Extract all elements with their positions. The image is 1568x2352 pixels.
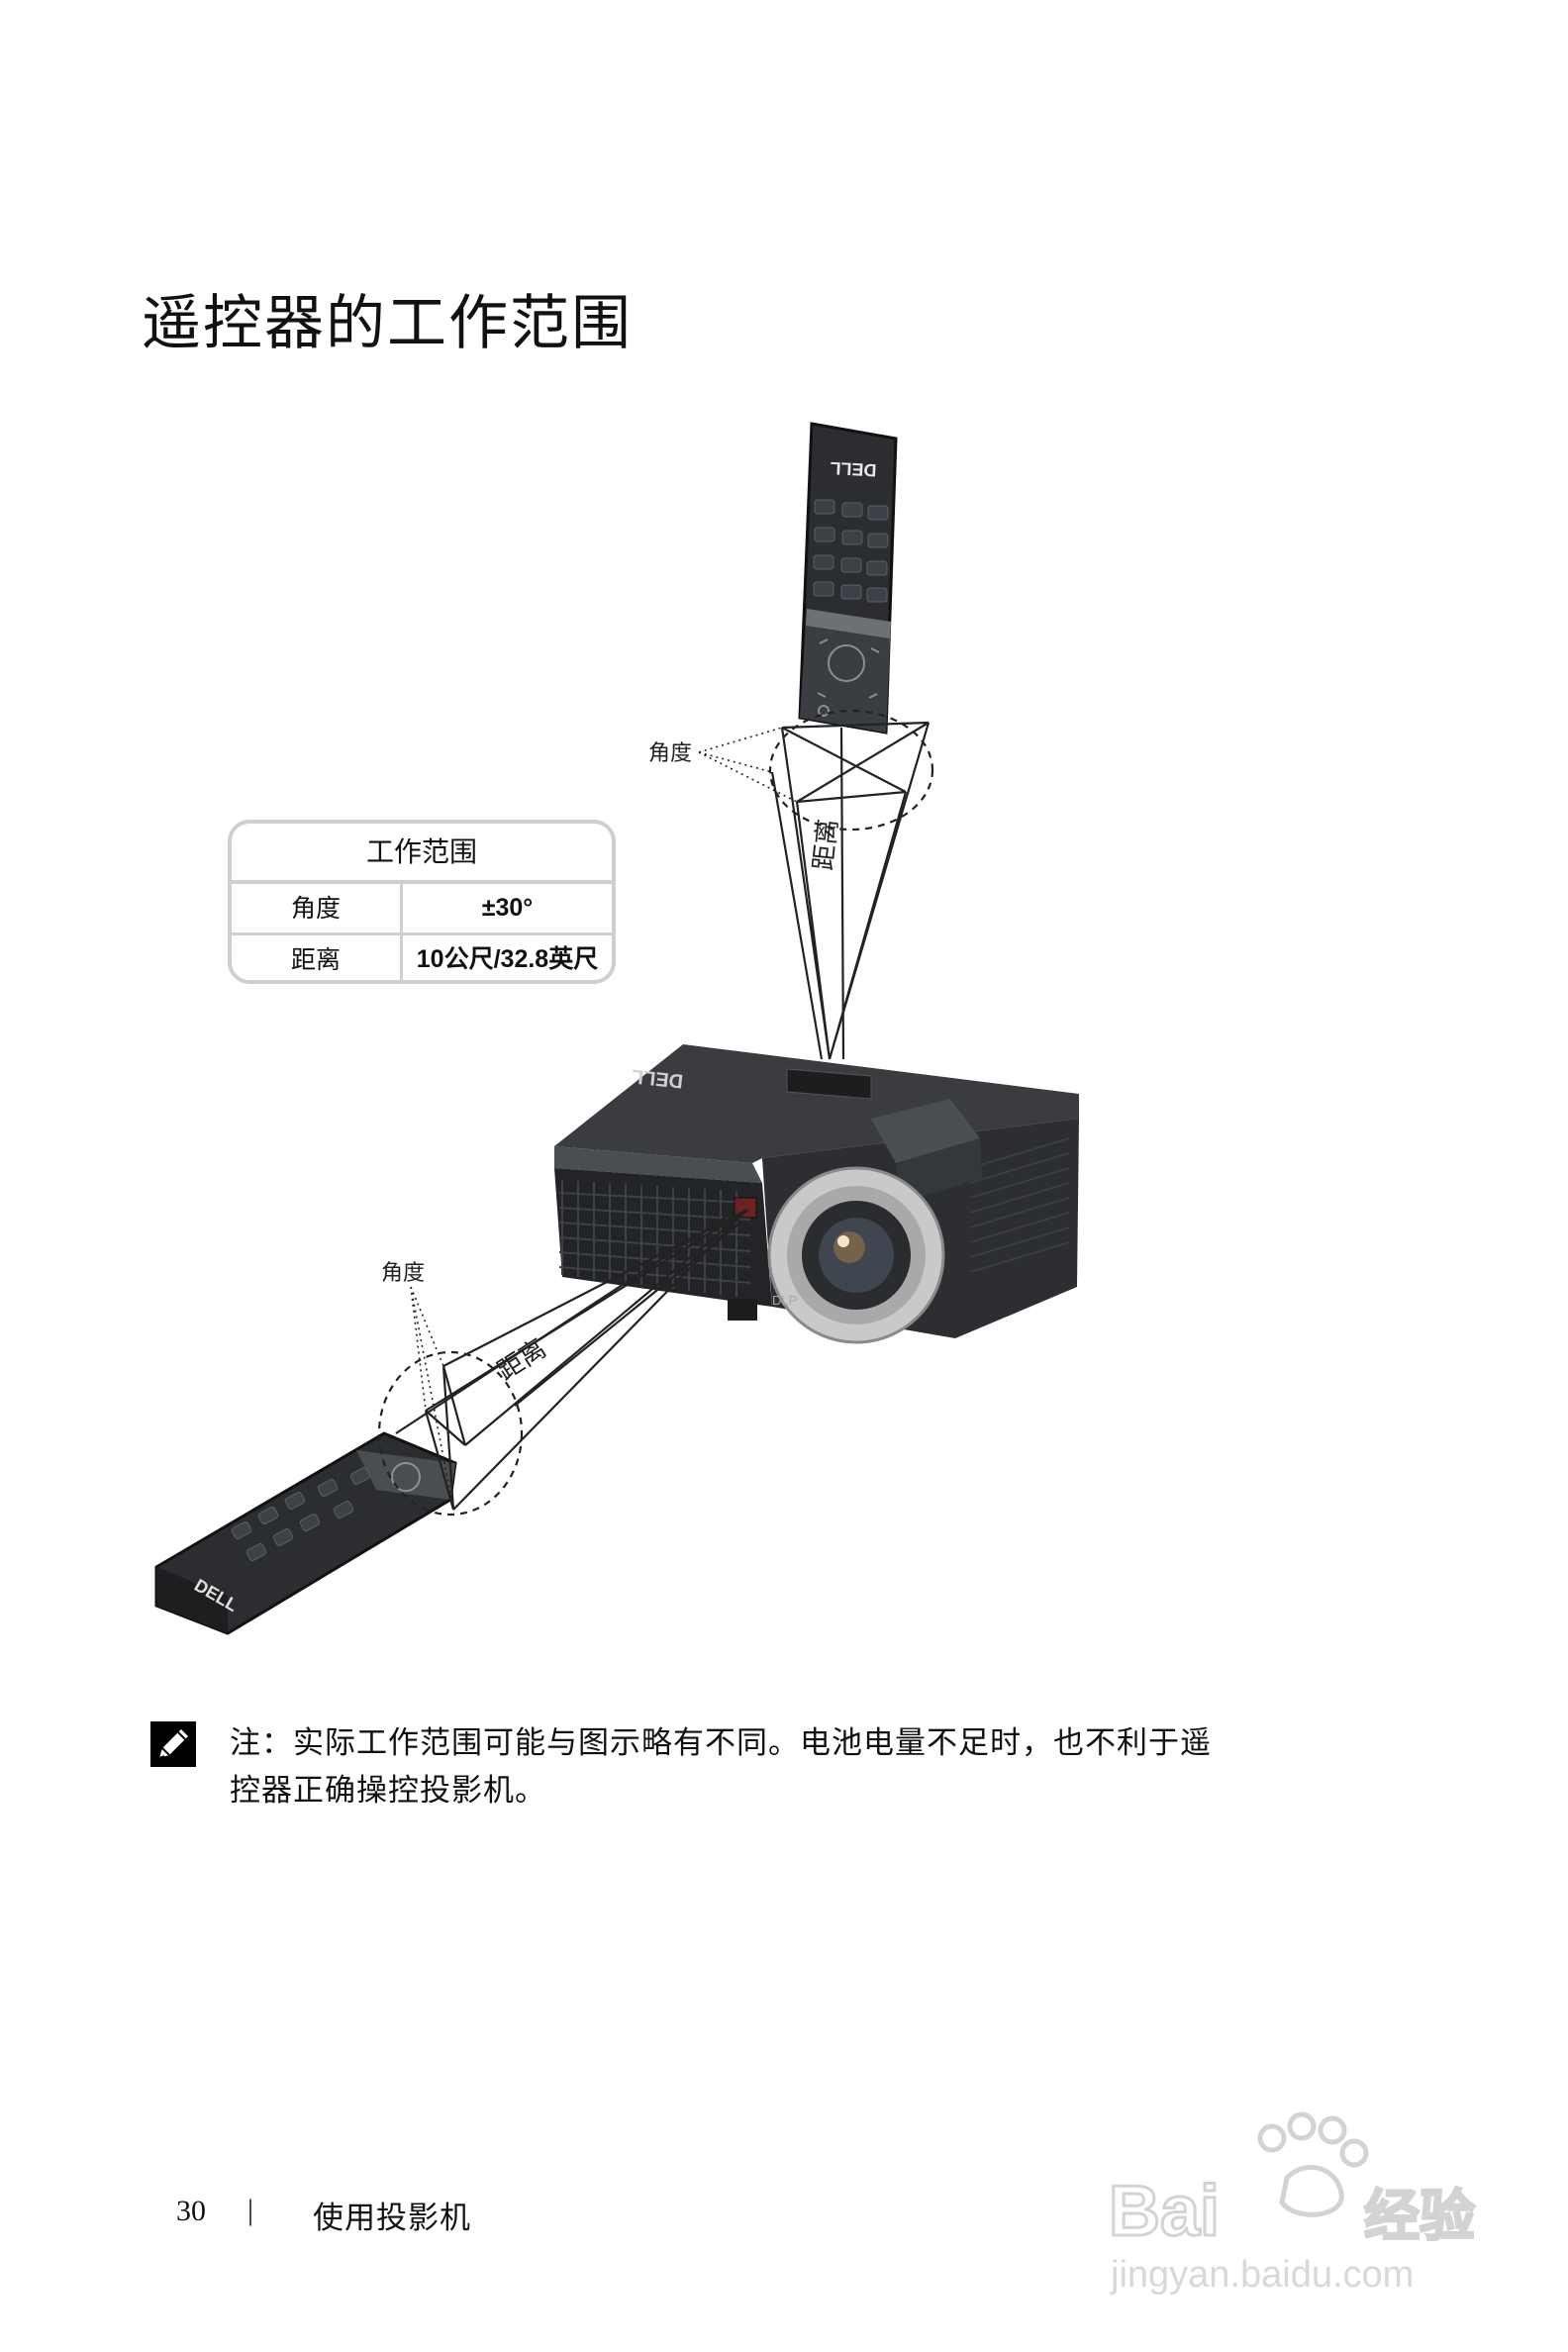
angle-label-left: 角度 — [381, 1261, 425, 1286]
footer-separator: | — [247, 2194, 254, 2226]
left-range-cone — [377, 1209, 748, 1517]
remote-logo: DELL — [830, 458, 877, 480]
watermark-suffix: 经验 — [1364, 2185, 1475, 2249]
projector-badge: DLP — [772, 1293, 797, 1308]
projector: DELL DLP — [554, 1044, 1079, 1344]
baidu-watermark-logo: Bai 经验 jingyan.baidu.com — [1108, 2111, 1476, 2296]
top-remote: DELL — [798, 422, 898, 735]
range-table-header: 工作范围 — [232, 824, 612, 884]
distance-label-left: 距离 — [492, 1333, 551, 1386]
watermark-brand: Bai — [1109, 2172, 1220, 2251]
range-table: 工作范围 角度 ±30° 距离 10公尺/32.8英尺 — [228, 820, 616, 984]
range-table-row: 角度 ±30° — [232, 884, 612, 932]
page-title: 遥控器的工作范围 — [142, 289, 633, 358]
pencil-note-icon — [150, 1721, 196, 1767]
range-table-value: 10公尺/32.8英尺 — [416, 945, 599, 973]
top-range-cone — [698, 709, 934, 1060]
left-remote: DELL — [154, 1431, 457, 1635]
range-table-label: 距离 — [232, 935, 403, 980]
range-table-value: ±30° — [481, 894, 534, 922]
range-table-row: 距离 10公尺/32.8英尺 — [232, 932, 612, 980]
page-number: 30 — [176, 2195, 206, 2227]
note-text: 注：实际工作范围可能与图示略有不同。电池电量不足时，也不利于遥 控器正确操控投影… — [230, 1719, 1368, 1814]
note-line: 注：实际工作范围可能与图示略有不同。电池电量不足时，也不利于遥 — [230, 1725, 1212, 1761]
watermark-url: jingyan.baidu.com — [1110, 2254, 1414, 2296]
range-table-label: 角度 — [232, 884, 403, 932]
projector-logo: DELL — [631, 1065, 684, 1092]
angle-label-top: 角度 — [648, 741, 692, 766]
distance-label-top: 距离 — [809, 818, 843, 872]
note-line: 控器正确操控投影机。 — [230, 1773, 546, 1809]
footer-section-title: 使用投影机 — [313, 2201, 471, 2236]
